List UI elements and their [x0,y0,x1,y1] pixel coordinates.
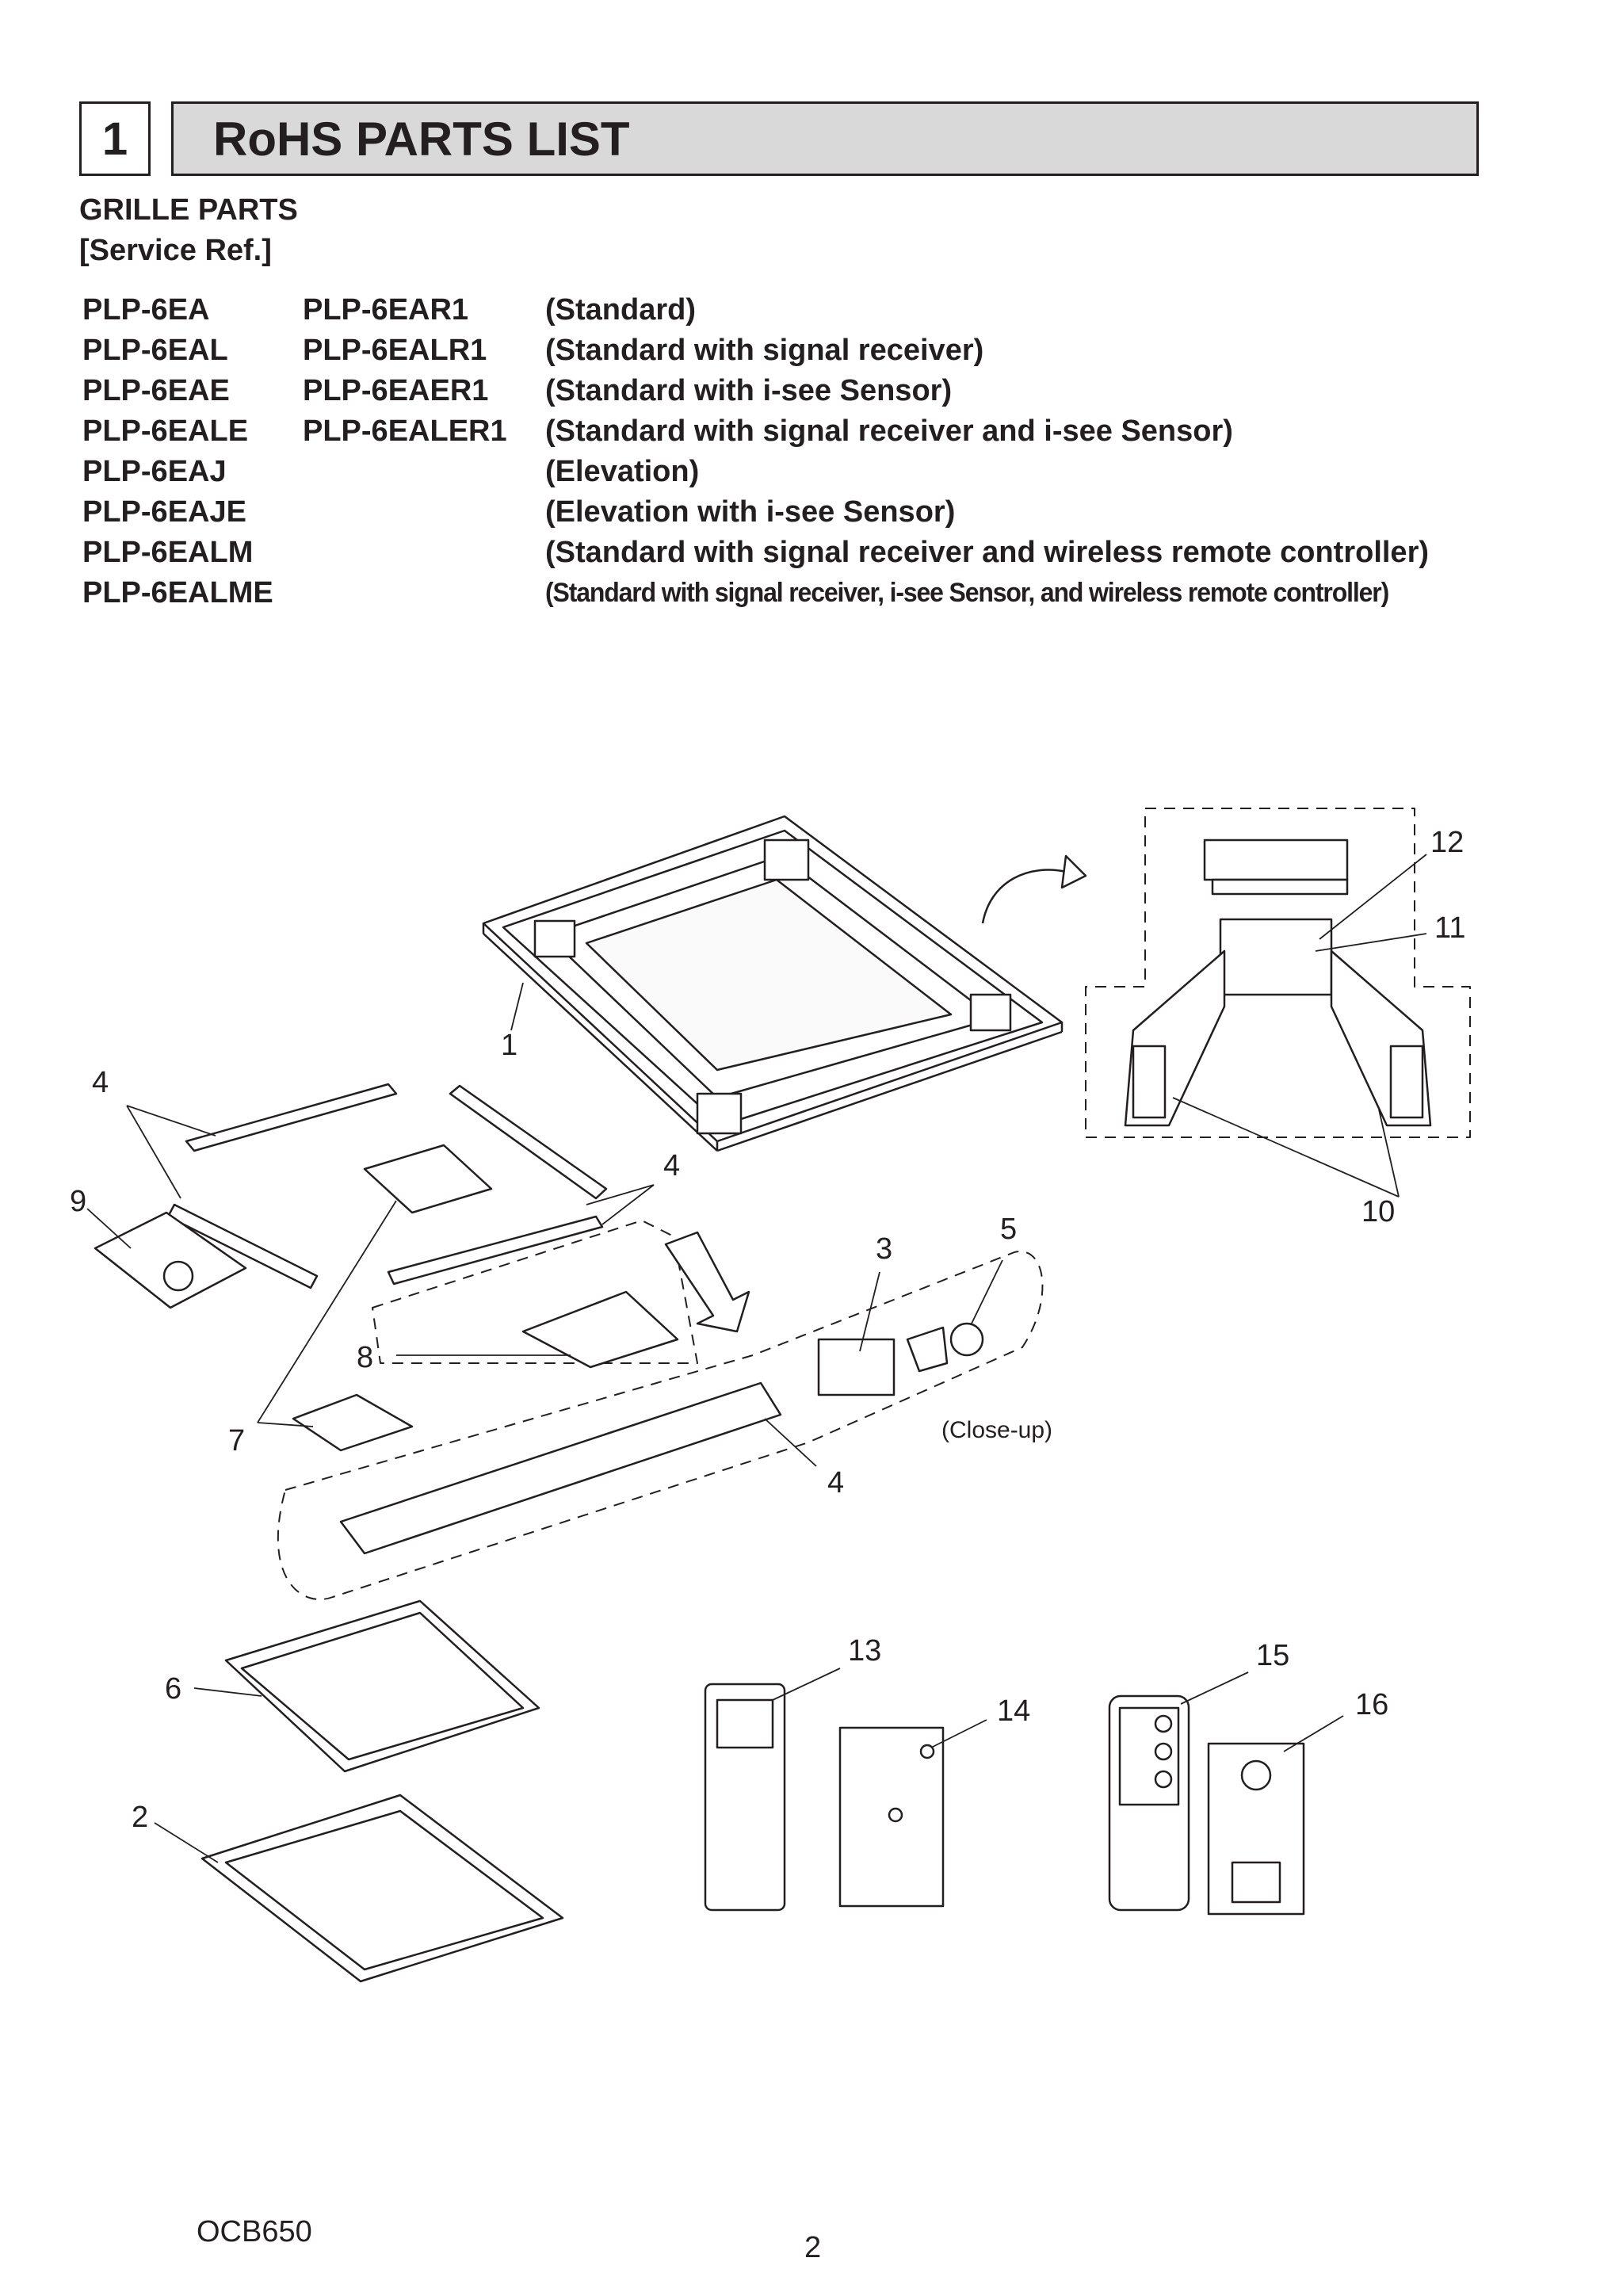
sensor-corner-drawing [94,1211,247,1309]
callout-4a: 4 [92,1066,109,1099]
leader-lines [86,854,1427,1863]
vane-drawing [166,1083,608,1289]
callout-6: 6 [165,1672,182,1706]
section-number: 1 [79,101,151,176]
model-description: (Elevation with i-see Sensor) [545,495,956,529]
callout-8: 8 [357,1341,374,1374]
model-alt-code: PLP-6EAER1 [303,374,489,407]
model-code: PLP-6EALE [82,415,249,448]
closeup-box-corner [1085,808,1471,1138]
grille-parts-heading: GRILLE PARTS [79,193,298,227]
model-description: (Elevation) [545,455,700,488]
callout-16: 16 [1355,1688,1389,1721]
callout-1: 1 [501,1029,518,1062]
document-code: OCB650 [197,2215,312,2248]
section-title: RoHS PARTS LIST [171,101,1479,176]
remote-holder-drawing [838,1726,945,1908]
wireless-holder-drawing [1207,1742,1305,1916]
model-code: PLP-6EALME [82,576,273,609]
curved-arrow-icon [981,869,1067,924]
model-code: PLP-6EAL [82,334,228,367]
callout-3: 3 [876,1232,893,1266]
model-code: PLP-6EAJE [82,495,246,529]
model-description: (Standard) [545,293,696,327]
corner-panel-drawing [363,1144,493,1214]
page-number: 2 [804,2231,822,2264]
model-alt-code: PLP-6EALR1 [303,334,487,367]
model-code: PLP-6EA [82,293,210,327]
motor-part-drawing [817,1338,896,1396]
callout-9: 9 [70,1185,87,1218]
callout-7: 7 [228,1424,246,1457]
section-title-text: RoHS PARTS LIST [213,112,630,166]
callout-4b: 4 [663,1149,681,1182]
arrow-head-icon [1060,854,1087,889]
model-code: PLP-6EALM [82,536,254,569]
callout-5: 5 [1000,1213,1018,1246]
corner-bracket-drawing [1124,839,1432,1127]
filter-drawing [200,1794,564,1983]
intake-grille-drawing [224,1599,540,1773]
service-ref-heading: [Service Ref.] [79,234,272,267]
callout-13: 13 [848,1634,882,1668]
callout-11: 11 [1434,911,1466,945]
model-alt-code: PLP-6EAR1 [303,293,469,327]
model-description: (Standard with signal receiver and wirel… [545,536,1430,569]
model-description: (Standard with i-see Sensor) [545,374,953,407]
callout-10: 10 [1361,1195,1396,1228]
callout-12: 12 [1430,826,1465,859]
grille-frame-drawing [482,815,1064,1152]
callout-15: 15 [1256,1639,1290,1672]
model-description: (Standard with signal receiver and i-see… [545,415,1233,448]
lower-vane-drawing [339,1381,782,1555]
callout-4c: 4 [827,1466,845,1499]
model-code: PLP-6EAE [82,374,230,407]
callout-14: 14 [997,1694,1031,1728]
callout-2: 2 [132,1801,149,1834]
closeup-label: (Close-up) [941,1417,1053,1443]
model-code: PLP-6EAJ [82,455,227,488]
model-alt-code: PLP-6EALER1 [303,415,507,448]
model-description: (Standard with signal receiver) [545,334,984,367]
model-description: (Standard with signal receiver, i-see Se… [545,578,1389,608]
